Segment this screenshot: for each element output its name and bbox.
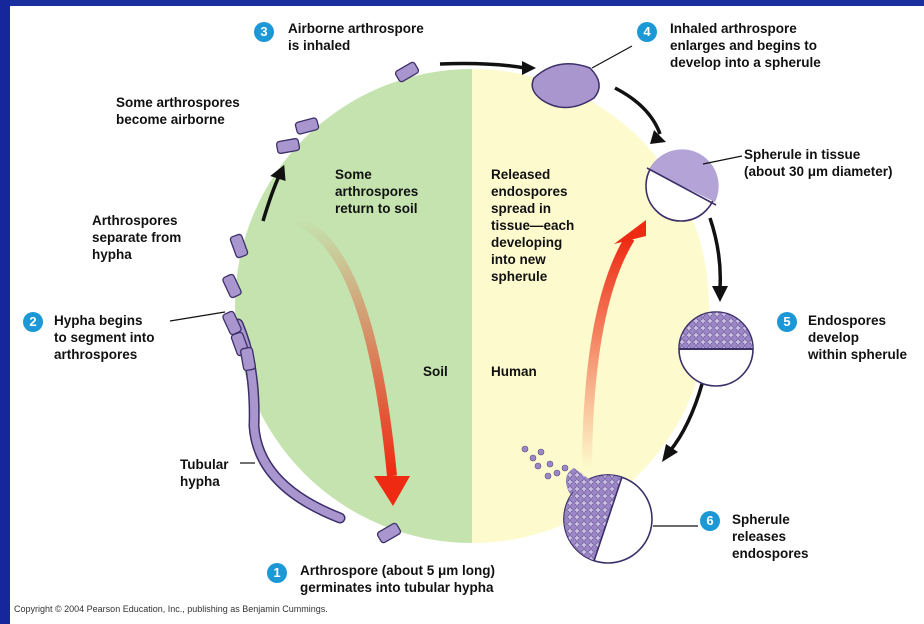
cycle-circle <box>230 66 714 546</box>
soil-label: Soil <box>423 363 448 380</box>
some-airborne-label: Some arthrospores become airborne <box>116 94 240 128</box>
return-soil-label: Some arthrospores return to soil <box>335 166 418 217</box>
step-badge-4: 4 <box>637 22 657 42</box>
separate-label: Arthrospores separate from hypha <box>92 212 181 263</box>
arrow-inhaled <box>440 64 525 69</box>
step-badge-6: 6 <box>700 511 720 531</box>
step-badge-1: 1 <box>267 563 287 583</box>
human-label: Human <box>491 363 537 380</box>
step-5-text: Endospores develop within spherule <box>808 312 907 363</box>
left-frame <box>0 0 10 624</box>
copyright-text: Copyright © 2004 Pearson Education, Inc.… <box>14 604 328 614</box>
step-badge-2: 2 <box>23 312 43 332</box>
step-2-text: Hypha begins to segment into arthrospore… <box>54 312 155 363</box>
spherule-endospores <box>679 312 753 386</box>
enlarging-spore <box>532 46 632 108</box>
step-1-text: Arthrospore (about 5 μm long) germinates… <box>300 562 495 596</box>
human-region <box>472 66 714 546</box>
spherule-tissue <box>646 149 742 221</box>
spherule-tissue-label: Spherule in tissue (about 30 μm diameter… <box>744 146 893 180</box>
step-badge-3: 3 <box>254 22 274 42</box>
step-6-text: Spherule releases endospores <box>732 511 809 562</box>
slide-panel: Soil Human 3 Airborne arthrospore is inh… <box>10 6 924 624</box>
step-badge-5: 5 <box>777 312 797 332</box>
tubular-hypha-label: Tubular hypha <box>180 456 229 490</box>
released-endospores-label: Released endospores spread in tissue—eac… <box>491 166 574 285</box>
arrow-to-endospores <box>710 218 720 288</box>
step-3-text: Airborne arthrospore is inhaled <box>288 20 424 54</box>
step-4-text: Inhaled arthrospore enlarges and begins … <box>670 20 821 71</box>
